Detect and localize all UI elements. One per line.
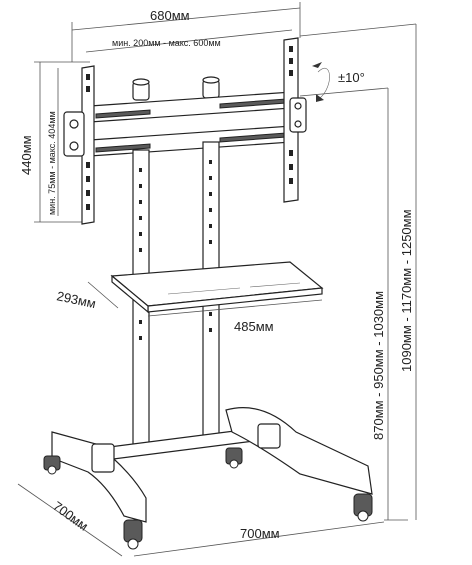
base-width-label: 700мм — [240, 526, 280, 541]
shelf — [110, 261, 324, 314]
heights-top-label: 1090мм - 1170мм - 1250мм — [399, 209, 414, 372]
dimension-vesa-horizontal: мин. 200мм - макс. 600мм — [85, 29, 293, 53]
dimension-heights: 870мм - 950мм - 1030мм 1090мм - 1170мм -… — [299, 23, 417, 520]
dimension-width-total: 680мм — [71, 2, 301, 62]
vesa-horizontal-label: мин. 200мм - макс. 600мм — [112, 38, 221, 48]
base-depth-label: 700мм — [50, 498, 91, 533]
tilt-label: ±10° — [338, 70, 365, 85]
mounting-bracket — [63, 37, 307, 225]
heights-center-label: 870мм - 950мм - 1030мм — [371, 291, 386, 440]
width-total-label: 680мм — [150, 8, 190, 23]
dimension-base: 700мм 700мм — [17, 483, 408, 557]
dimension-vesa-vertical: мин. 75мм - макс. 404мм — [47, 68, 59, 216]
vesa-vertical-label: мин. 75мм - макс. 404мм — [47, 111, 57, 215]
dimension-height-plate: 440мм — [19, 61, 90, 223]
shelf-depth-label: 293мм — [55, 288, 97, 311]
tilt-indicator: ±10° — [312, 62, 365, 102]
height-plate-label: 440мм — [19, 135, 34, 175]
base — [43, 407, 373, 550]
shelf-width-label: 485мм — [234, 319, 274, 334]
